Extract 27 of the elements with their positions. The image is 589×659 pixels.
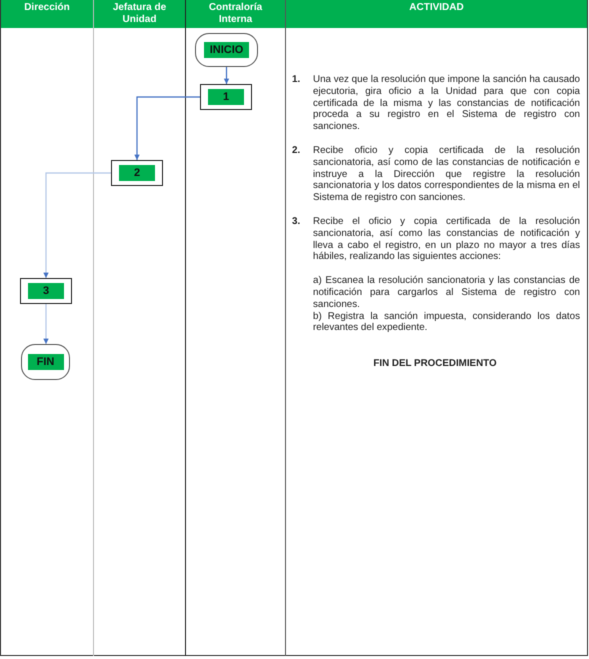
arrow [43,172,111,278]
terminal-box [21,344,70,380]
terminal-box [195,33,258,67]
action-item: a) Escanea la resolución sancionatoria y las constancias de notificación para cargarlos al Sistema de registro con sanciones. [313,275,580,311]
step-label: INICIO [204,42,250,58]
step-number: 1. [292,74,300,86]
action-item: b) Registra la sanción impuesta, considerando los datos relevantes del expediente. [313,310,580,334]
end-note: FIN DEL PROCEDIMIENTO [372,358,498,370]
process-box [111,160,163,186]
step-number: 3. [292,216,300,228]
step-description: Recibe el oficio y copia certificada de la resolución sancionatoria, así como las constancias de notificación y lleva a cabo el registro, en un plazo no mayor a tres días hábiles, realizando las siguientes acciones: [313,216,580,264]
step-label: 2 [119,165,155,181]
column-header: Jefatura de Unidad [94,0,185,28]
step-label: FIN [28,354,64,370]
column-header: ACTIVIDAD [286,0,587,28]
step-label: 1 [208,89,244,105]
step-label: 3 [28,283,64,299]
step-description: Recibe oficio y copia certificada de la resolución sancionatoria, así como de las constancias de notificación e instruye a la Dirección que registre la resolución sancionatoria y los datos correspondientes de la misma en el Sistema de registro con sanciones. [313,144,580,204]
column-header: Contraloría Interna [186,0,285,28]
column-header: Dirección [1,0,93,28]
arrow [43,304,49,344]
step-description: Una vez que la resolución que impone la sanción ha causado ejecutoria, gira oficio a la Unidad para que con copia certificada de la misma y las constancias de notificación proceda a su registro en el Sistema de registro con sanciones. [313,74,580,133]
arrow [224,67,230,84]
process-box [200,84,252,110]
process-box [20,278,72,304]
step-number: 2. [292,144,300,157]
arrow [134,96,200,160]
